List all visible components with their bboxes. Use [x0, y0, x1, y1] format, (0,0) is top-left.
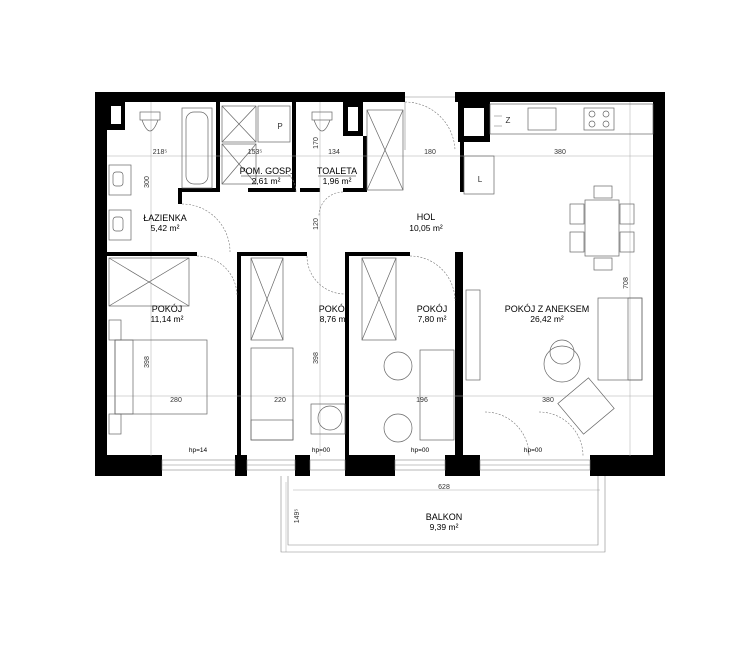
dimension-labels: 218⁵ 153⁵ 134 180 380 300 170 120 708 39… [144, 137, 630, 523]
window-height-2: hp=00 [312, 447, 331, 454]
dim-153: 153⁵ [248, 149, 263, 156]
dim-708: 708 [623, 277, 630, 289]
interior-walls [107, 102, 464, 456]
fridge-mark: L [478, 175, 483, 184]
room-name-balkon: BALKON [426, 512, 463, 522]
room-name-pokoj-2: POKÓJ [319, 304, 350, 314]
window-height-3: hp=00 [411, 447, 430, 454]
dim-149: 149⁵ [294, 509, 301, 524]
dim-180: 180 [424, 149, 436, 156]
hall-wardrobe: Z [366, 109, 511, 191]
dim-134: 134 [328, 149, 340, 156]
utility-room-fixtures: P [221, 105, 297, 193]
room-labels: ŁAZIENKA 5,42 m² POM. GOSP. 2,61 m² TOAL… [143, 166, 589, 532]
room-name-pokoj-aneks: POKÓJ Z ANEKSEM [505, 304, 590, 314]
laundry-mark: P [277, 122, 282, 131]
dim-220: 220 [274, 397, 286, 404]
dim-398-a: 398 [144, 356, 151, 368]
bedroom-1-furniture [108, 255, 238, 435]
dim-380-top: 380 [554, 149, 566, 156]
dim-196: 196 [416, 397, 428, 404]
window-height-4: hp=00 [524, 447, 543, 454]
room-area-pokoj-aneks: 26,42 m² [530, 314, 564, 324]
balcony-outline [280, 476, 606, 553]
room-area-lazienka: 5,42 m² [151, 223, 180, 233]
room-area-pokoj-3: 7,80 m² [418, 314, 447, 324]
vent-mark: Z [506, 116, 511, 125]
dim-120: 120 [313, 218, 320, 230]
kitchen-fixtures: L [463, 103, 654, 271]
room-name-hol: HOL [417, 212, 436, 222]
room-name-pokoj-1: POKÓJ [152, 304, 183, 314]
window-height-1: hp=14 [189, 447, 208, 454]
entrance-door [404, 96, 456, 151]
room-name-toaleta: TOALETA [317, 166, 357, 176]
dim-628: 628 [438, 484, 450, 491]
room-area-toaleta: 1,96 m² [323, 176, 352, 186]
room-area-pom-gosp: 2,61 m² [252, 176, 281, 186]
room-area-pokoj-2: 8,76 m² [320, 314, 349, 324]
room-area-balkon: 9,39 m² [430, 522, 459, 532]
room-name-pokoj-3: POKÓJ [417, 304, 448, 314]
window-height-labels: hp=14 hp=00 hp=00 hp=00 [189, 447, 543, 454]
windows [161, 459, 591, 471]
bedroom-3-furniture [361, 255, 456, 443]
dim-380-bottom: 380 [542, 397, 554, 404]
dim-398-b: 398 [313, 352, 320, 364]
room-area-pokoj-1: 11,14 m² [151, 314, 184, 324]
toilet-fixtures [311, 111, 344, 217]
dim-218: 218⁵ [153, 149, 168, 156]
room-name-pom-gosp: POM. GOSP. [240, 166, 293, 176]
dim-300: 300 [144, 176, 151, 188]
room-name-lazienka: ŁAZIENKA [143, 213, 187, 223]
dimension-lines [107, 102, 653, 552]
outer-walls [95, 92, 665, 476]
living-room-furniture [465, 289, 643, 457]
bathroom-fixtures [108, 107, 231, 253]
room-area-hol: 10,05 m² [409, 223, 443, 233]
dim-280: 280 [170, 397, 182, 404]
dim-170: 170 [313, 137, 320, 149]
bedroom-2-furniture [250, 255, 346, 441]
